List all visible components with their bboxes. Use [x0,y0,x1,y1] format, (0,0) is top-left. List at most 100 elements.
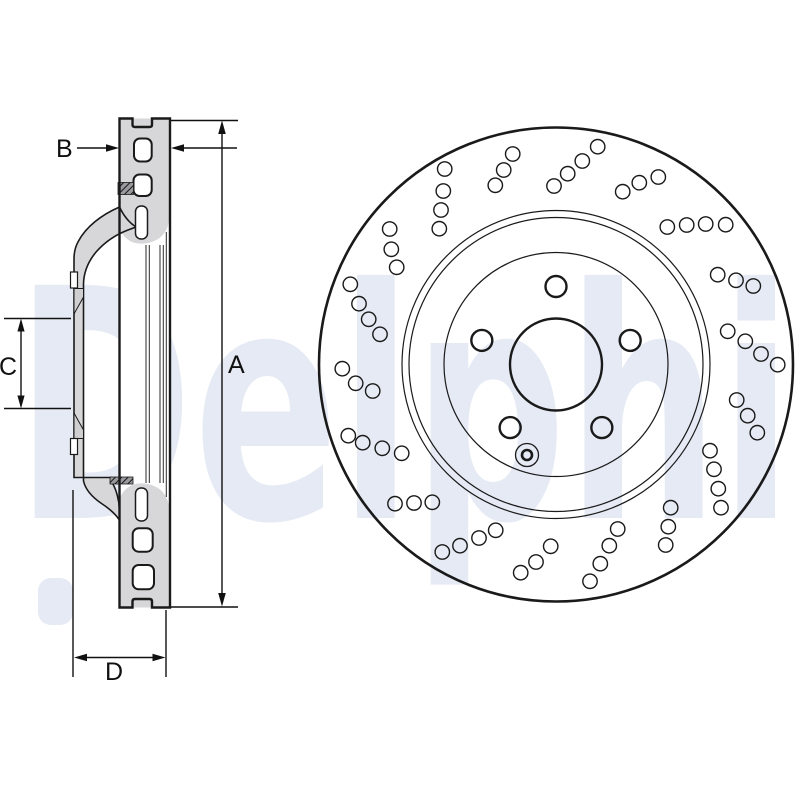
bolt-hole [544,274,568,299]
drilled-hole [559,165,576,182]
drilled-hole [435,183,452,199]
drilled-hole [728,272,744,289]
bolt-hole [470,328,494,353]
dimension-labels: B A C D [0,135,245,686]
drilled-hole [709,266,726,283]
drilled-hole [388,259,405,276]
dim-c-label: C [0,353,17,381]
drilled-hole [387,495,403,512]
drilled-hole [383,241,400,258]
drilled-hole [657,537,674,553]
bolt-hole [618,328,642,353]
drilled-hole [471,530,487,546]
front-view-drilled-disc [317,126,795,603]
drilled-hole [737,333,754,350]
cross-section-view [69,117,172,609]
drilled-hole [452,537,468,554]
drilled-hole [574,153,591,169]
section-hatch-top [117,182,134,195]
vent-channel-lines [145,232,167,497]
drilled-hole [697,216,714,232]
hat-notch-top [69,271,79,289]
dim-b-label: B [56,135,73,163]
vent-windows [131,137,155,591]
drilled-hole [713,499,729,516]
drilled-hole [660,518,677,535]
drilled-hole [512,564,529,581]
drilled-hole [728,392,745,408]
drilled-hole [702,442,718,459]
drilled-hole [582,573,598,590]
set-screw-countersink [514,442,540,468]
dimension-A [171,119,238,608]
drilled-hole [706,461,722,478]
drilled-hole [745,278,762,294]
drilled-hole [769,356,786,373]
drilled-hole [340,427,357,444]
drilled-hole [364,383,381,399]
drilled-hole [431,220,448,237]
drilled-hole [351,295,367,312]
hat-notch-bottom [69,437,79,456]
drilled-hole [487,177,504,194]
dimension-C [4,317,71,410]
drilled-hole [406,495,422,511]
drilled-hole [360,311,377,328]
dimension-B [77,144,237,152]
disc-band-stroke [118,117,172,609]
disc-outer-edge [317,126,795,603]
bore-chamfer-bottom [73,411,84,439]
drilled-hole [334,360,351,377]
drilled-hole [424,494,441,511]
hat-profile [73,205,138,523]
drilled-hole [753,346,769,362]
dimension-D [72,490,167,677]
dim-d-label: D [105,658,123,686]
drilled-hole [347,375,364,392]
drilled-hole [589,138,606,155]
drilled-hole [528,554,544,570]
bolt-hole [498,415,522,440]
vent-slot-top [134,205,149,240]
center-bore [508,317,604,412]
drilled-hole [434,544,451,560]
friction-band-inner-edge-2 [408,216,704,513]
drilled-hole [719,323,736,340]
drilled-hole [662,499,679,516]
drilled-hole [495,162,512,178]
section-hatch-bottom [109,476,134,485]
drilled-hole [614,183,631,200]
drilled-hole [739,407,756,424]
drilled-hole [487,522,504,539]
dim-a-label: A [228,351,245,379]
drilled-hole [650,169,667,185]
drilled-hole [542,538,559,555]
set-screw-hole [520,448,534,462]
drilled-hole [381,221,398,237]
drilled-hole [678,217,695,233]
bolt-hole [590,415,614,440]
drilled-hole [342,276,359,293]
drilled-hole [372,326,388,343]
vent-slot-bottom [134,487,149,522]
drilled-hole [393,445,410,462]
drilled-hole [710,480,727,497]
drilled-hole [631,174,648,191]
drilled-hole [504,146,521,162]
drilled-hole [436,161,453,177]
drilled-hole [609,521,626,537]
drilled-hole [546,178,562,194]
drilled-hole [433,202,449,218]
drilled-hole [592,555,609,572]
bore-chamfer-top [73,288,84,316]
drilled-hole [374,440,391,457]
hub-face-edge [443,251,669,478]
drilled-hole [601,537,618,554]
drilled-hole [749,424,766,441]
dimension-lines [4,119,238,677]
friction-band-inner-edge [401,209,711,520]
watermark-fragment [38,578,73,625]
drilled-hole [354,434,371,451]
